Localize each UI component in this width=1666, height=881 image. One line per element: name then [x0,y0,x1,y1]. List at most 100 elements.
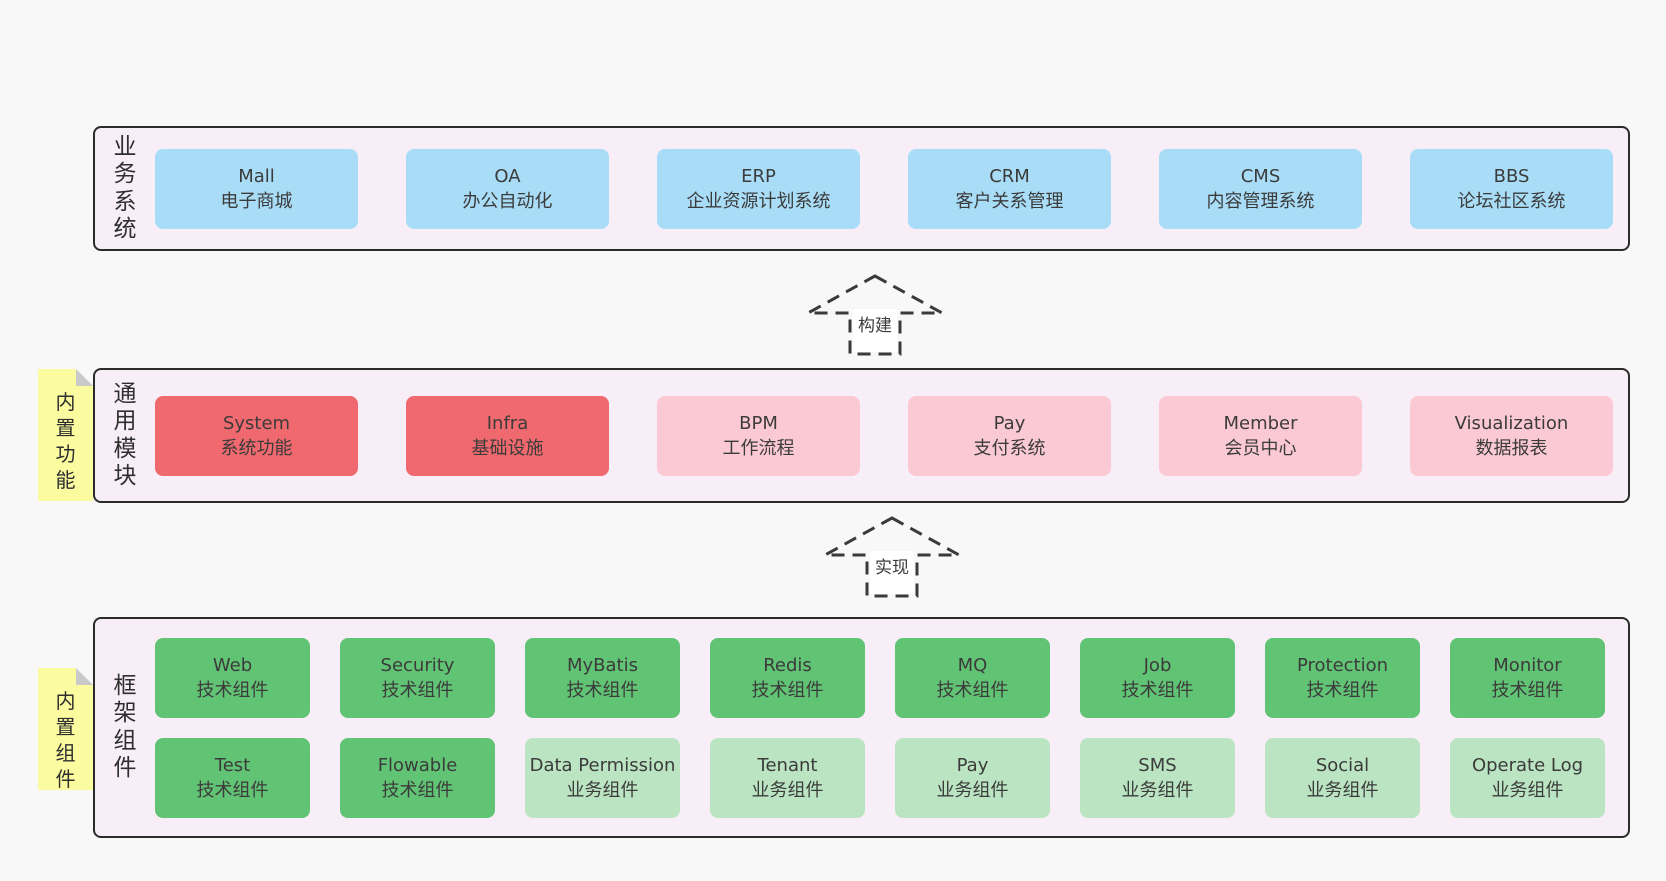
box-system: System 系统功能 [155,395,358,476]
box-subtitle: 基础设施 [471,437,544,459]
box-protection: Protection 技术组件 [1265,637,1420,718]
layer-label-components: 框架组件 [95,619,155,836]
box-title: Visualization [1454,412,1569,434]
box-subtitle: 技术组件 [936,679,1009,701]
box-subtitle: 业务组件 [936,779,1009,801]
box-visualization: Visualization 数据报表 [1410,395,1613,476]
box-subtitle: 电子商城 [220,190,293,212]
box-title: Test [214,754,251,776]
box-subtitle: 技术组件 [566,679,639,701]
business-box-row: Mall 电子商城 OA 办公自动化 ERP 企业资源计划系统 CRM 客户关系… [155,128,1628,249]
arrow-label: 实现 [870,551,914,594]
box-title: Flowable [377,754,458,776]
sticky-note-builtin-features: 内置功能 [38,369,93,501]
box-subtitle: 技术组件 [196,679,269,701]
layer-framework-components: 框架组件 Web 技术组件 Security 技术组件 MyBatis 技术组件… [93,617,1630,838]
box-subtitle: 企业资源计划系统 [686,190,831,212]
box-mq: MQ 技术组件 [895,637,1050,718]
box-flowable: Flowable 技术组件 [340,737,495,818]
box-subtitle: 技术组件 [751,679,824,701]
sticky-note-text: 内置组件 [55,689,76,791]
box-infra: Infra 基础设施 [406,395,609,476]
box-title: Redis [763,654,812,676]
box-title: Infra [486,412,529,434]
box-redis: Redis 技术组件 [710,637,865,718]
box-data-permission: Data Permission 业务组件 [525,737,680,818]
modules-box-row: System 系统功能 Infra 基础设施 BPM 工作流程 Pay 支付系统… [155,370,1628,501]
box-title: Pay [993,412,1026,434]
box-title: Mall [238,165,275,187]
box-title: Pay [956,754,989,776]
box-subtitle: 技术组件 [196,779,269,801]
box-title: Job [1143,654,1172,676]
box-title: MQ [957,654,988,676]
box-subtitle: 客户关系管理 [955,190,1064,212]
box-title: Protection [1296,654,1389,676]
box-title: BPM [739,412,778,434]
box-bpm: BPM 工作流程 [657,395,860,476]
box-subtitle: 业务组件 [1491,779,1564,801]
box-operate-log: Operate Log 业务组件 [1450,737,1605,818]
box-sms: SMS 业务组件 [1080,737,1235,818]
box-subtitle: 技术组件 [1306,679,1379,701]
box-subtitle: 技术组件 [1491,679,1564,701]
components-grid: Web 技术组件 Security 技术组件 MyBatis 技术组件 Redi… [155,619,1628,836]
up-arrow-icon [824,516,960,598]
components-row-1: Web 技术组件 Security 技术组件 MyBatis 技术组件 Redi… [155,637,1628,718]
layer-label-text: 业务系统 [113,134,137,242]
box-title: System [222,412,291,434]
box-erp: ERP 企业资源计划系统 [657,148,860,229]
box-tenant: Tenant 业务组件 [710,737,865,818]
box-subtitle: 工作流程 [722,437,795,459]
box-title: CRM [989,165,1030,187]
layer-label-text: 通用模块 [113,381,137,489]
layer-label-modules: 通用模块 [95,370,155,501]
box-subtitle: 支付系统 [973,437,1046,459]
box-bbs: BBS 论坛社区系统 [1410,148,1613,229]
box-title: Operate Log [1471,754,1584,776]
box-member: Member 会员中心 [1159,395,1362,476]
box-cms: CMS 内容管理系统 [1159,148,1362,229]
layer-business-systems: 业务系统 Mall 电子商城 OA 办公自动化 ERP 企业资源计划系统 CRM… [93,126,1630,251]
box-title: Data Permission [529,754,676,776]
box-title: CMS [1240,165,1281,187]
box-title: SMS [1138,754,1177,776]
box-title: Web [212,654,253,676]
box-subtitle: 数据报表 [1475,437,1548,459]
box-title: OA [494,165,521,187]
box-title: Member [1223,412,1298,434]
box-pay-component: Pay 业务组件 [895,737,1050,818]
arrow-build: 构建 [805,273,945,357]
box-test: Test 技术组件 [155,737,310,818]
box-subtitle: 业务组件 [751,779,824,801]
box-subtitle: 技术组件 [381,679,454,701]
box-subtitle: 业务组件 [566,779,639,801]
box-subtitle: 会员中心 [1224,437,1297,459]
box-subtitle: 技术组件 [1121,679,1194,701]
box-title: ERP [741,165,776,187]
components-row-2: Test 技术组件 Flowable 技术组件 Data Permission … [155,737,1628,818]
box-social: Social 业务组件 [1265,737,1420,818]
box-subtitle: 内容管理系统 [1206,190,1315,212]
layer-label-text: 框架组件 [113,673,137,781]
box-subtitle: 办公自动化 [462,190,553,212]
sticky-note-builtin-components: 内置组件 [38,668,93,791]
box-web: Web 技术组件 [155,637,310,718]
arrow-label: 构建 [853,309,897,352]
box-pay-module: Pay 支付系统 [908,395,1111,476]
layer-label-business: 业务系统 [95,128,155,249]
box-title: Social [1315,754,1370,776]
box-title: MyBatis [567,654,638,676]
box-security: Security 技术组件 [340,637,495,718]
box-mybatis: MyBatis 技术组件 [525,637,680,718]
box-title: Tenant [757,754,818,776]
box-subtitle: 论坛社区系统 [1457,190,1566,212]
box-title: BBS [1493,165,1530,187]
box-job: Job 技术组件 [1080,637,1235,718]
box-mall: Mall 电子商城 [155,148,358,229]
box-title: Monitor [1493,654,1562,676]
layer-common-modules: 通用模块 System 系统功能 Infra 基础设施 BPM 工作流程 Pay… [93,368,1630,503]
box-subtitle: 系统功能 [220,437,293,459]
up-arrow-icon [807,274,943,356]
box-subtitle: 业务组件 [1121,779,1194,801]
